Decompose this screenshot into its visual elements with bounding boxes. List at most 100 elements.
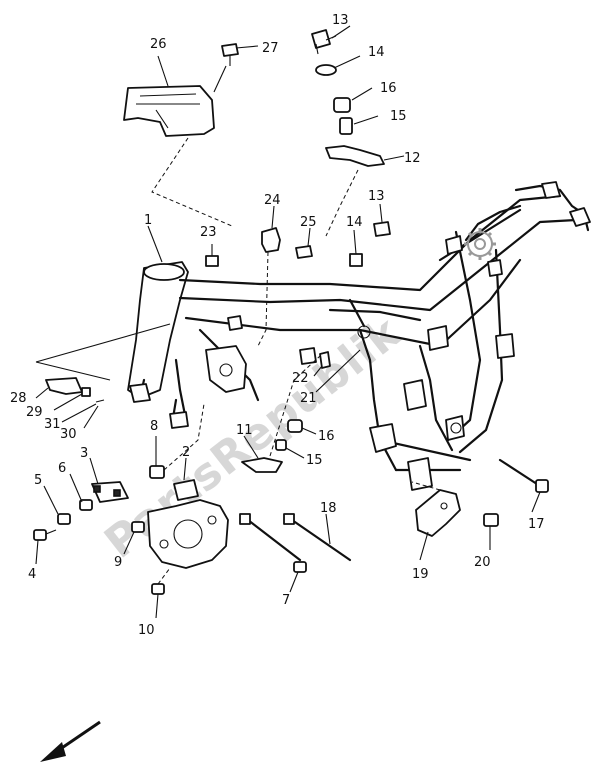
leader-line bbox=[315, 349, 361, 393]
leader-line bbox=[69, 473, 83, 503]
leader-line bbox=[89, 457, 99, 485]
nut-part bbox=[205, 255, 219, 267]
nut-part bbox=[131, 521, 145, 533]
leader-line bbox=[353, 229, 357, 255]
leader-line bbox=[83, 405, 99, 429]
leader-line bbox=[271, 205, 275, 229]
leader-line bbox=[243, 435, 259, 459]
dashed-leader bbox=[257, 251, 269, 347]
collar-part bbox=[339, 117, 353, 135]
long-bolt-part bbox=[498, 458, 549, 493]
frame-part bbox=[127, 181, 591, 491]
clamp-part bbox=[261, 227, 281, 253]
part-number-label: 9 bbox=[114, 555, 122, 570]
part-number-label: 26 bbox=[150, 37, 167, 52]
part-number-label: 24 bbox=[264, 193, 281, 208]
bolt-part bbox=[221, 43, 239, 66]
cover-part bbox=[123, 85, 215, 137]
leader-line bbox=[531, 491, 541, 513]
leader-line bbox=[289, 571, 299, 593]
part-number-label: 1 bbox=[144, 213, 152, 228]
bolt-part bbox=[319, 351, 331, 369]
nut-part bbox=[57, 513, 71, 525]
leader-line bbox=[419, 531, 429, 561]
bracket-part bbox=[45, 377, 83, 395]
long-bolt-part bbox=[239, 513, 302, 562]
part-number-label: 15 bbox=[306, 453, 323, 468]
bracket-part bbox=[91, 481, 129, 503]
leader-line bbox=[35, 361, 111, 381]
part-number-label: 29 bbox=[26, 405, 43, 420]
dashed-leader bbox=[269, 355, 321, 457]
part-number-label: 15 bbox=[390, 109, 407, 124]
leader-line bbox=[213, 65, 227, 93]
leader-line bbox=[43, 485, 59, 515]
washer-part bbox=[315, 64, 337, 76]
part-number-label: 18 bbox=[320, 501, 337, 516]
leader-line bbox=[61, 403, 97, 423]
bolt-part bbox=[295, 245, 313, 259]
nut-part bbox=[483, 513, 499, 527]
dashed-leader bbox=[411, 481, 441, 491]
gear-icon bbox=[464, 228, 496, 260]
leader-line bbox=[313, 365, 323, 377]
part-number-label: 20 bbox=[474, 555, 491, 570]
screw-part bbox=[95, 399, 105, 403]
part-number-label: 16 bbox=[380, 81, 397, 96]
bolt-part bbox=[373, 221, 391, 237]
part-number-label: 30 bbox=[60, 427, 77, 442]
bracket-part bbox=[325, 145, 385, 167]
bolt-part bbox=[311, 29, 337, 55]
leader-line bbox=[123, 531, 135, 555]
part-number-label: 21 bbox=[300, 391, 317, 406]
leader-line bbox=[35, 539, 39, 565]
front-direction-arrow-icon bbox=[40, 720, 101, 762]
part-number-label: 5 bbox=[34, 473, 42, 488]
leader-line bbox=[285, 447, 305, 459]
dashed-leader bbox=[157, 567, 171, 585]
part-number-label: 19 bbox=[412, 567, 429, 582]
part-number-label: 7 bbox=[282, 593, 290, 608]
nut-part bbox=[349, 253, 363, 267]
part-number-label: 14 bbox=[368, 45, 385, 60]
leader-line bbox=[183, 457, 187, 481]
part-number-label: 8 bbox=[150, 419, 158, 434]
part-number-label: 31 bbox=[44, 417, 61, 432]
nut-part bbox=[293, 561, 307, 573]
nut-part bbox=[151, 583, 165, 595]
damper-part bbox=[333, 97, 351, 113]
part-number-label: 22 bbox=[292, 371, 309, 386]
part-number-label: 11 bbox=[236, 423, 253, 438]
leader-line bbox=[351, 87, 373, 101]
part-number-label: 16 bbox=[318, 429, 335, 444]
nut-part bbox=[81, 387, 91, 397]
leader-line bbox=[379, 203, 383, 223]
part-number-label: 13 bbox=[368, 189, 385, 204]
part-number-label: 25 bbox=[300, 215, 317, 230]
bolt-part bbox=[79, 499, 93, 511]
leader-line bbox=[35, 323, 171, 363]
leader-line bbox=[157, 55, 169, 87]
part-number-label: 17 bbox=[528, 517, 545, 532]
leader-line bbox=[333, 55, 361, 69]
leader-line bbox=[35, 387, 49, 399]
part-number-label: 2 bbox=[182, 445, 190, 460]
part-number-label: 10 bbox=[138, 623, 155, 638]
leader-line bbox=[301, 427, 317, 435]
part-number-label: 12 bbox=[404, 151, 421, 166]
leader-line bbox=[155, 593, 159, 619]
part-number-label: 14 bbox=[346, 215, 363, 230]
part-number-label: 3 bbox=[80, 446, 88, 461]
bolt-part bbox=[33, 529, 57, 541]
part-number-label: 23 bbox=[200, 225, 217, 240]
leader-line bbox=[325, 513, 331, 545]
leader-line bbox=[147, 225, 163, 263]
engine-bracket-part bbox=[147, 479, 229, 569]
part-number-label: 13 bbox=[332, 13, 349, 28]
damper-part bbox=[287, 419, 303, 433]
dashed-leader bbox=[163, 403, 205, 471]
leader-line bbox=[353, 115, 379, 125]
leader-line bbox=[53, 393, 83, 411]
part-number-label: 6 bbox=[58, 461, 66, 476]
